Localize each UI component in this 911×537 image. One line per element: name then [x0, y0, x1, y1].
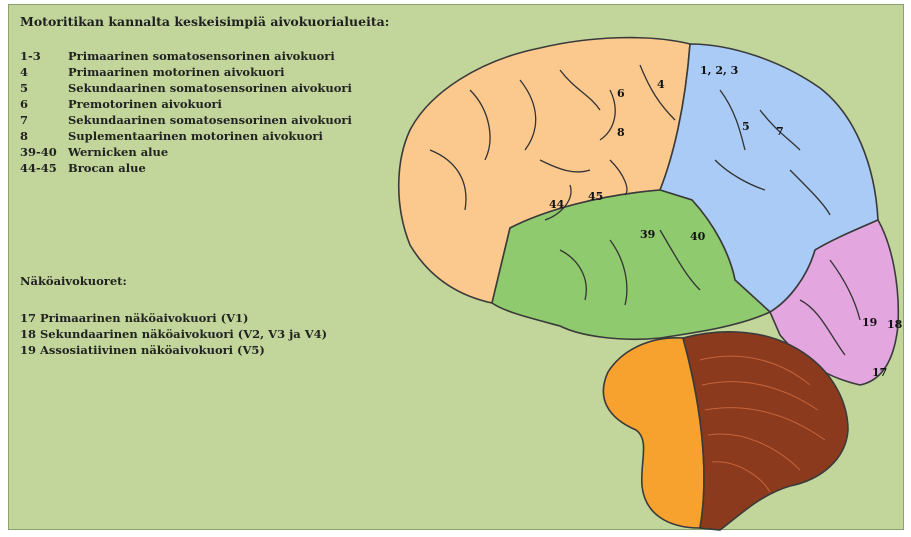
area-label-6: 6 [617, 87, 625, 100]
area-label-44: 44 [549, 198, 565, 211]
area-label-39: 39 [640, 228, 655, 241]
area-label-4: 4 [657, 78, 665, 91]
temporal-lobe [603, 338, 704, 528]
area-label-19: 19 [862, 316, 877, 329]
area-label-7: 7 [776, 125, 784, 138]
area-label-17: 17 [872, 366, 887, 379]
area-label-40: 40 [690, 230, 706, 243]
area-label-18: 18 [887, 318, 903, 331]
area-label-5: 5 [742, 120, 750, 133]
area-label-8: 8 [617, 126, 625, 139]
area-label-1-2-3: 1, 2, 3 [700, 64, 738, 77]
area-label-45: 45 [588, 190, 603, 203]
